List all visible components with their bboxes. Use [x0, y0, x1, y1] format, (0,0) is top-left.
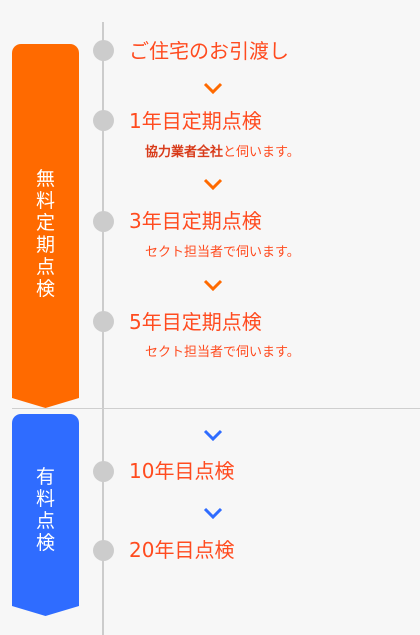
step-title: 3年目定期点検	[129, 209, 262, 233]
step-note-text: と伺います。	[223, 145, 300, 160]
timeline-dot	[93, 40, 114, 61]
timeline-dot	[93, 110, 114, 131]
step-note: セクト担当者で伺います。	[145, 345, 300, 360]
chevron-down-icon	[203, 429, 223, 441]
step-title: ご住宅のお引渡し	[129, 39, 289, 63]
chevron-down-icon	[203, 279, 223, 291]
step-note-strong: 協力業者全社	[145, 145, 224, 160]
chevron-down-icon	[203, 178, 223, 190]
timeline-dot	[93, 211, 114, 232]
step-title: 10年目点検	[129, 459, 235, 483]
step-title: 20年目点検	[129, 538, 235, 562]
timeline-dot	[93, 311, 114, 332]
chevron-down-icon	[203, 507, 223, 519]
free-inspection-banner: 無 料 定 期 点 検	[12, 44, 79, 408]
step-note: セクト担当者で伺います。	[145, 245, 300, 260]
paid-inspection-banner: 有 料 点 検	[12, 414, 79, 616]
timeline-dot	[93, 461, 114, 482]
timeline-dot	[93, 540, 114, 561]
step-title: 1年目定期点検	[129, 109, 262, 133]
free-inspection-label: 無 料 定 期 点 検	[35, 168, 55, 300]
step-title: 5年目定期点検	[129, 310, 262, 334]
section-divider	[12, 408, 420, 409]
step-note: 協力業者全社と伺います。	[145, 145, 300, 161]
chevron-down-icon	[203, 82, 223, 94]
paid-inspection-label: 有 料 点 検	[35, 466, 55, 554]
